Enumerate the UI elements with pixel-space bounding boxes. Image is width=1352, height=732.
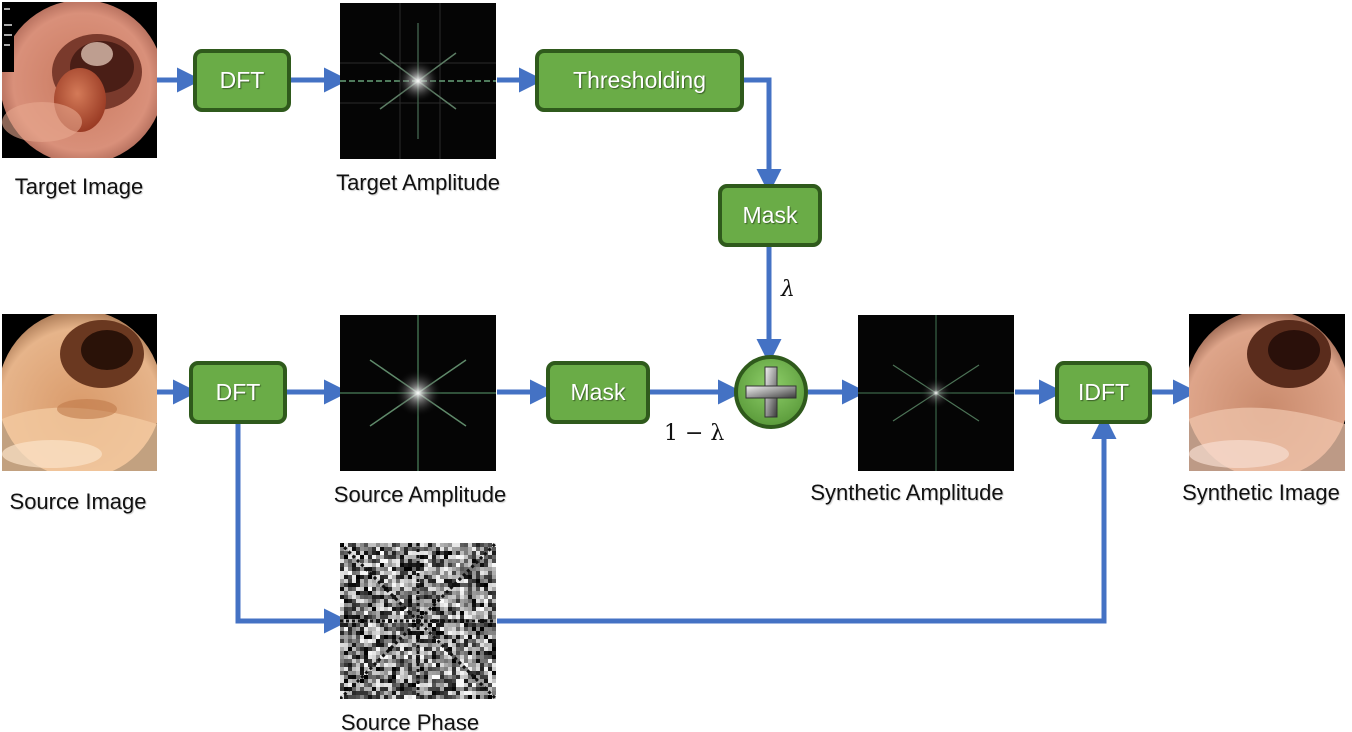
target-amplitude-graphic — [340, 3, 496, 159]
mask-box-bottom: Mask — [546, 361, 650, 424]
synthetic-amplitude-image — [858, 315, 1014, 471]
sum-node — [734, 355, 808, 429]
target-image-graphic — [2, 2, 157, 158]
dft-box-bottom: DFT — [189, 361, 287, 424]
arrow-phase-to-idft — [497, 413, 1117, 624]
synthetic-amplitude-label: Synthetic Amplitude — [810, 480, 1004, 505]
source-amplitude-image — [340, 315, 496, 471]
mask-box-top: Mask — [718, 184, 822, 247]
source-phase-image — [340, 543, 496, 699]
target-image — [2, 2, 157, 158]
synthetic-image-graphic — [1189, 314, 1345, 471]
arrow-thresholding-to-mask — [744, 77, 782, 195]
arrow-dft-to-source-phase — [235, 422, 350, 634]
target-image-label: Target Image — [14, 174, 144, 199]
source-phase-label: Source Phase — [340, 710, 480, 732]
source-image — [2, 314, 157, 471]
lambda-label: λ — [781, 277, 795, 302]
source-phase-graphic — [340, 543, 496, 699]
dft-box-top: DFT — [193, 49, 291, 112]
target-amplitude-image — [340, 3, 496, 159]
source-image-label: Source Image — [9, 489, 147, 514]
target-amplitude-label: Target Amplitude — [336, 170, 500, 195]
source-image-graphic — [2, 314, 157, 471]
thresholding-box: Thresholding — [535, 49, 744, 112]
synthetic-image-label: Synthetic Image — [1182, 480, 1340, 505]
source-amplitude-label: Source Amplitude — [333, 482, 507, 507]
idft-box: IDFT — [1055, 361, 1152, 424]
source-amplitude-graphic — [340, 315, 496, 471]
one-minus-lambda-label: 1 − λ — [664, 421, 725, 446]
synthetic-amplitude-graphic — [858, 315, 1014, 471]
synthetic-image — [1189, 314, 1345, 471]
